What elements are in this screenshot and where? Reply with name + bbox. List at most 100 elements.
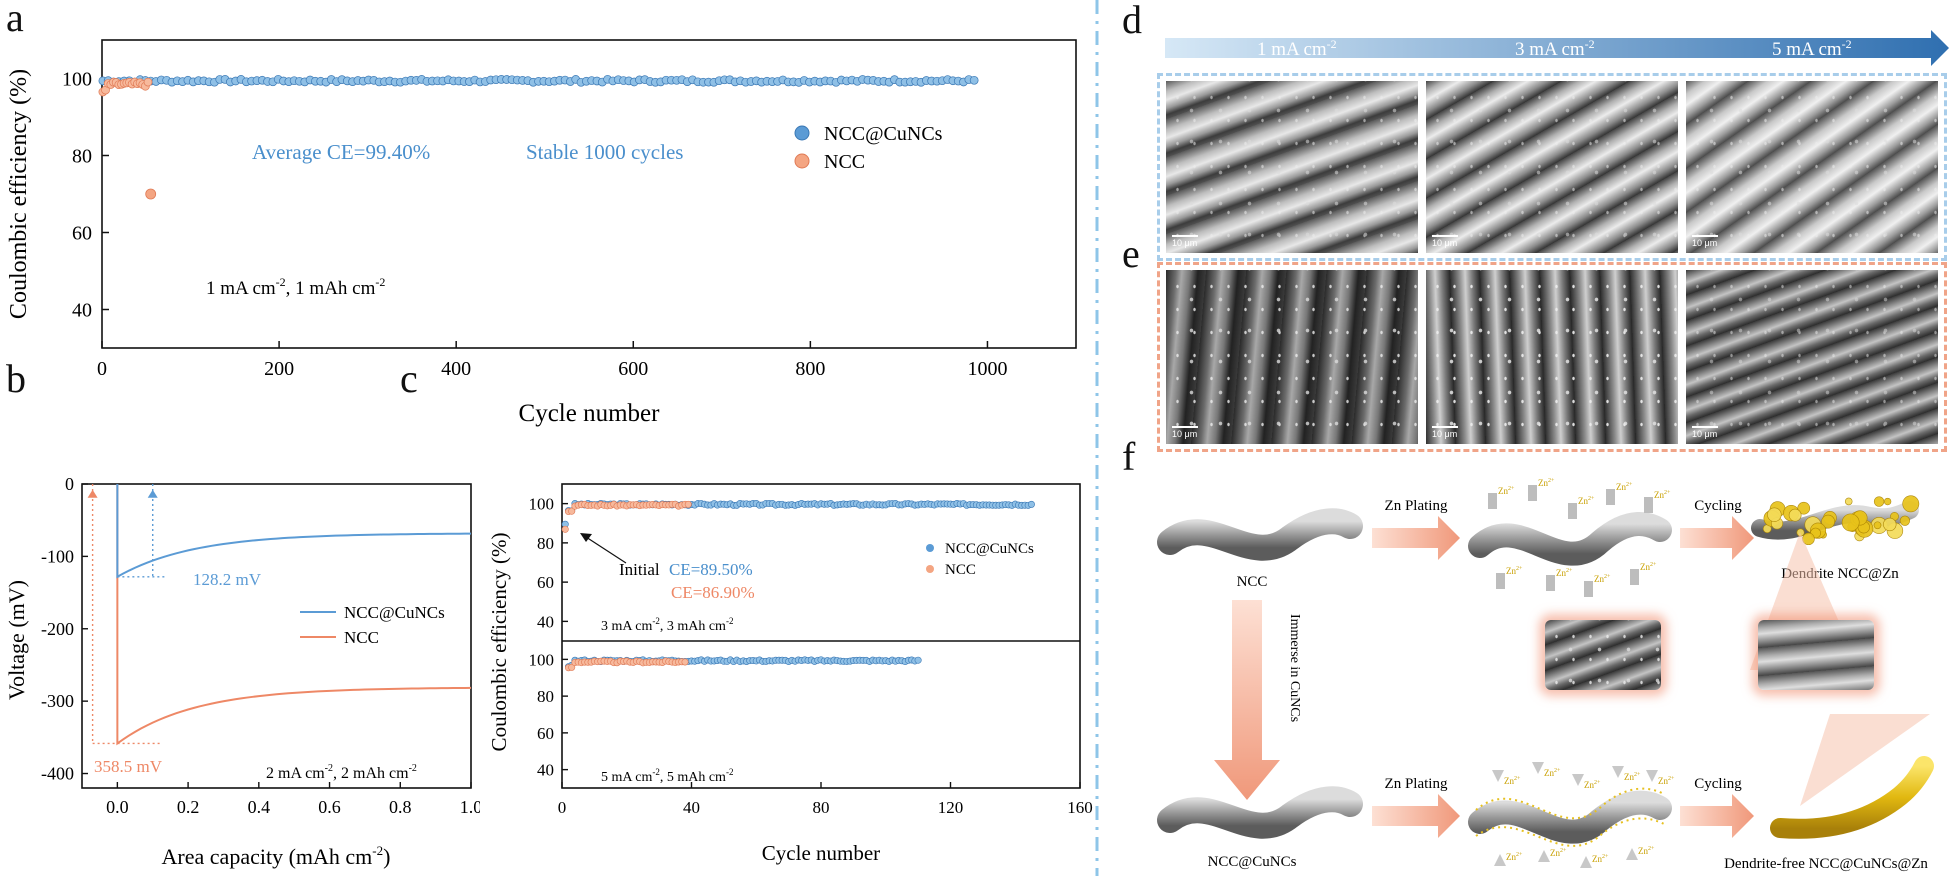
zn-ion-label: Zn2+ (1658, 776, 1675, 786)
chart-b-xtick-label: 0.0 (106, 797, 129, 817)
zn-dendrite-blob (1883, 517, 1897, 532)
chart-b-legend-cunc: NCC@CuNCs (344, 603, 445, 622)
chart-a-ytick-label: 40 (72, 300, 92, 322)
chart-c-point-ncc (684, 500, 692, 508)
chart-c-point-ncc (568, 507, 576, 515)
chart-a-xtick-label: 800 (795, 358, 825, 380)
zn-ion-label: Zn2+ (1592, 854, 1609, 864)
chart-b-ncc-arrowhead (87, 489, 98, 498)
chart-c-ytick-label: 100 (529, 495, 555, 514)
zn-dendrite-blob (1899, 515, 1910, 526)
arrow-zn-plating-top (1372, 516, 1460, 560)
chart-c-point-cunc (1027, 500, 1035, 508)
arrow-zn-plating-bottom (1372, 794, 1460, 838)
zn-ion-arrow (1572, 774, 1584, 786)
zn-ion-arrow (1646, 770, 1658, 782)
zn-ion-label: Zn2+ (1556, 568, 1573, 578)
arrow-cycling-bottom (1680, 794, 1754, 838)
chart-a-ylabel: Coulombic efficiency (%) (6, 69, 32, 319)
sem-e-3: 10 μm (1424, 268, 1680, 446)
tube-uniform (1468, 790, 1672, 844)
zn-ion-label: Zn2+ (1498, 486, 1515, 496)
zn-ion-label: Zn2+ (1504, 776, 1521, 786)
chart-b-cunc-arrowhead (147, 489, 158, 498)
zn-ion-label: Zn2+ (1550, 848, 1567, 858)
chart-a-frame (101, 39, 1077, 349)
chart-c-initial-arrowhead (580, 533, 592, 542)
tube-uniform-halo (1475, 787, 1665, 820)
chart-c-ytick-label: 40 (537, 612, 554, 631)
tube-ncc (1157, 508, 1363, 561)
chart-c-ytick-label: 100 (529, 650, 555, 669)
chart-b-xtick-label: 1.0 (460, 797, 480, 817)
zn-ion-arrow (1528, 485, 1537, 501)
chart-b-ytick-label: -200 (41, 619, 74, 639)
zn-dendrite-blob (1873, 496, 1885, 507)
arrow-cycling-top (1680, 516, 1754, 560)
zn-dendrite-blob (1902, 495, 1920, 513)
chart-a-xtick-label: 600 (618, 358, 648, 380)
zn-ion-label: Zn2+ (1506, 852, 1523, 862)
zn-ion-arrow (1538, 850, 1550, 862)
panel-d-current-arrow: 1 mA cm-2 3 mA cm-2 5 mA cm-2 (1165, 30, 1949, 66)
chart-a-legend-marker-ncc (794, 153, 810, 169)
chart-b-condition: 2 mA cm-2, 2 mAh cm-2 (266, 763, 417, 782)
chart-b-line-cunc (116, 484, 472, 579)
chart-b-ytick-label: 0 (65, 474, 74, 494)
chart-c-point-ncc (681, 658, 689, 666)
chart-b-ytick-label: -300 (41, 691, 74, 711)
chart-c-legend-cunc: NCC@CuNCs (945, 541, 1034, 557)
chart-c-ce-ncc: CE=86.90% (671, 583, 755, 602)
label-zn-plating-top: Zn Plating (1385, 498, 1448, 514)
chart-b-xtick-label: 0.6 (318, 797, 341, 817)
chart-a-xtick-label: 200 (264, 358, 294, 380)
sem-d-3: 10 μm (1424, 79, 1680, 255)
panel-letter-e: e (1122, 231, 1140, 276)
zn-ion-arrow (1644, 497, 1653, 513)
arrow-immerse (1214, 600, 1280, 800)
zn-ion-label: Zn2+ (1584, 780, 1601, 790)
chart-c-xtick-label: 40 (683, 798, 700, 817)
label-immerse: Immerse in CuNCs (1287, 614, 1302, 722)
zn-dendrite-blob (1821, 514, 1835, 529)
chart-b-ytick-label: -100 (41, 546, 74, 566)
chart-b-legend-ncc: NCC (344, 628, 379, 647)
panel-d-frame (1157, 73, 1947, 261)
chart-b-ytick-label: -400 (41, 764, 74, 784)
chart-a-point-ncc (143, 77, 153, 87)
label-zn-plating-bottom: Zn Plating (1385, 776, 1448, 792)
zn-ion-arrow (1626, 848, 1638, 860)
chart-b-frame (81, 483, 472, 789)
sem-e-1: 10 μm (1164, 268, 1420, 446)
zn-ion-label: Zn2+ (1654, 490, 1671, 500)
tube-dendrite-free (1770, 756, 1934, 839)
chart-b-ylabel: Voltage (mV) (4, 580, 29, 700)
zn-ion-arrow (1630, 569, 1639, 585)
zn-dendrite-blob (1767, 507, 1782, 522)
chart-c-xtick-label: 0 (558, 798, 567, 817)
zn-ion-arrow (1568, 503, 1577, 519)
chart-c-xtick-label: 80 (813, 798, 830, 817)
zn-ion-arrow (1546, 575, 1555, 591)
zn-ion-arrow (1488, 493, 1497, 509)
chart-b-xtick-label: 0.2 (177, 797, 200, 817)
chart-a-stable: Stable 1000 cycles (526, 140, 683, 164)
zn-ion-label: Zn2+ (1624, 772, 1641, 782)
chart-c-xlabel: Cycle number (762, 841, 880, 865)
panel-letter-d: d (1122, 0, 1142, 42)
panel-separator (1095, 0, 1099, 876)
chart-b-label-128: 128.2 mV (193, 570, 262, 589)
panel-d-label-3: 3 mA cm-2 (1515, 37, 1595, 60)
zn-dendrite-blob (1844, 497, 1853, 506)
panel-d-label-5: 5 mA cm-2 (1772, 37, 1852, 60)
chart-a-point-cunc (969, 75, 979, 85)
sem-d-5: 10 μm (1684, 79, 1940, 255)
chart-c-ytick-label: 80 (537, 687, 554, 706)
tube-zn-ions (1468, 511, 1672, 566)
chart-c-legend-marker-ncc (926, 565, 934, 573)
zn-ion-label: Zn2+ (1506, 566, 1523, 576)
chart-a-legend-marker-cunc (794, 125, 810, 141)
chart-a-xtick-label: 400 (441, 358, 471, 380)
chart-a-point-ncc-outlier (145, 188, 157, 200)
